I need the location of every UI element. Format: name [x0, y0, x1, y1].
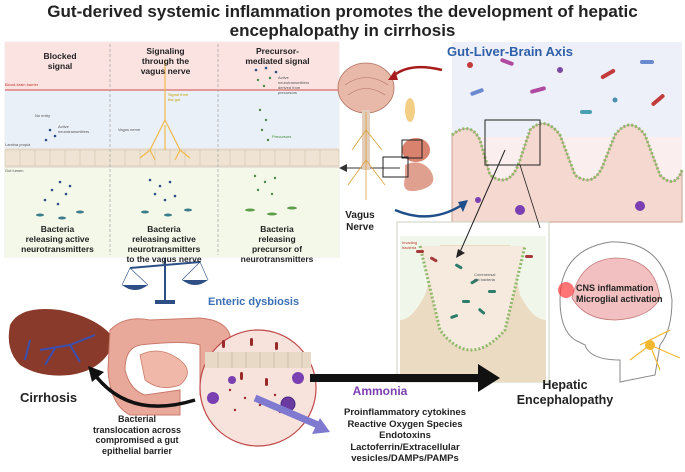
active-nt-2: neurotransmitters [58, 129, 90, 134]
translocation-3: compromised a gut [95, 435, 179, 445]
translocation-label: Bacterial translocation across compromis… [82, 414, 192, 456]
panel-blocked-caption-1: Bacteria [40, 224, 75, 234]
gut-villi-panel [451, 42, 684, 223]
mediator-2: Reactive Oxygen Species [347, 418, 463, 430]
signal-label-1: Signal from [168, 92, 189, 97]
arrow-to-he [310, 364, 500, 392]
bbb-label: Blood-brain barrier [5, 82, 39, 87]
he-1: Hepatic [542, 378, 588, 392]
cirrhosis-label: Cirrhosis [20, 390, 78, 405]
precursors-label: Precursors [272, 134, 292, 139]
panel-vagus-title-3: vagus nerve [140, 66, 191, 76]
human-figure [337, 62, 434, 200]
red-arrow [388, 65, 443, 80]
precursor-active-label: Active neurotransmitters derived from pr… [278, 75, 338, 95]
mediators-list: Proinflammatory cytokines Reactive Oxyge… [330, 407, 480, 465]
cns-2: Microglial activation [576, 294, 663, 304]
vagus-nerve-label: Vagus Nerve [330, 210, 390, 234]
panel-precursor-caption-2: releasing [258, 234, 296, 244]
liver [8, 309, 115, 376]
lumen-label: Gut lumen [5, 168, 24, 173]
signal-label-2: the gut [168, 97, 181, 102]
purple-arrow [253, 394, 330, 434]
figure-title: Gut-derived systemic inflammation promot… [0, 2, 685, 40]
he-label: Hepatic Encephalopathy [510, 378, 620, 408]
panel-vagus-caption-1: Bacteria [147, 224, 181, 234]
panel-vagus-title: Signaling through the vagus nerve [118, 46, 213, 76]
panel-vagus-title-1: Signaling [146, 46, 185, 56]
panel-precursor-title: Precursor- mediated signal [225, 46, 330, 66]
panel-blocked-title: Blocked signal [20, 51, 100, 71]
invading-bacteria-label: Invading bacteria [402, 240, 418, 250]
he-2: Encephalopathy [516, 393, 614, 407]
precursor-active-2: neurotransmitters [278, 80, 310, 85]
signal-label: Signal from the gut [168, 92, 208, 102]
precursor-active-3: derived from [278, 85, 301, 90]
cns-1: CNS inflammation [576, 283, 654, 293]
panel-blocked-title-1: Blocked [43, 51, 77, 61]
panel-vagus-title-2: through the [141, 56, 190, 66]
no-entry-label: No entry [35, 113, 51, 118]
commensal-label-2: gut bacteria [474, 277, 495, 282]
title-line-1: Gut-derived systemic inflammation promot… [47, 2, 638, 21]
scales [121, 258, 209, 304]
cns-label: CNS inflammation Microglial activation [576, 283, 681, 305]
mediator-3: Endotoxins [379, 430, 431, 441]
mediator-1: Proinflammatory cytokines [344, 407, 466, 418]
axis-label: Gut-Liver-Brain Axis [447, 44, 573, 59]
precursor-active-4: precursors [278, 90, 297, 95]
panel-vagus-caption-2: releasing active [132, 234, 196, 244]
panel-vagus-caption-3: neurotransmitters [127, 244, 201, 254]
three-panel-box [4, 41, 340, 258]
panel-precursor-title-1: Precursor- [256, 46, 299, 56]
blue-arrow [394, 200, 468, 218]
panel-precursor-caption-3: precursor of [251, 244, 303, 254]
panel-precursor-caption-4: neurotransmitters [240, 254, 314, 264]
panel-blocked-caption-3: neurotransmitters [21, 244, 94, 254]
mediator-4: Lactoferrin/Extracellular [350, 441, 460, 453]
panel-blocked-caption: Bacteria releasing active neurotransmitt… [10, 224, 105, 254]
ammonia-label: Ammonia [352, 384, 408, 398]
panel-precursor-caption: Bacteria releasing precursor of neurotra… [222, 224, 332, 264]
translocation-2: translocation across [92, 424, 182, 435]
active-nt-1: Active [58, 124, 69, 129]
arrow-to-liver [88, 366, 196, 408]
panel-blocked-caption-2: releasing active [25, 234, 90, 244]
panel-blocked-title-2: signal [47, 61, 73, 71]
lamina-label: Lamina propia [5, 142, 31, 147]
commensal-label: Commensal gut bacteria [474, 272, 510, 282]
translocation-circle [199, 329, 317, 447]
intestine [107, 317, 231, 416]
crypt-panel [396, 149, 550, 383]
vagus-nerve-small-label: Vagus nerve [118, 127, 141, 132]
commensal-label-1: Commensal [474, 272, 496, 277]
vagus-nerve-label-1: Vagus [345, 210, 375, 221]
precursor-active-1: Active [278, 75, 289, 80]
panel-vagus-caption-4: to the vagus nerve [126, 254, 202, 264]
vagus-nerve-label-2: Nerve [346, 222, 374, 233]
panel-precursor-caption-1: Bacteria [260, 224, 294, 234]
enteric-dysbiosis-label: Enteric dysbiosis [208, 296, 300, 308]
title-line-2: encephalopathy in cirrhosis [229, 21, 456, 40]
mediator-5: vesicles/DAMPs/PAMPs [351, 453, 459, 464]
translocation-1: Bacterial [117, 414, 157, 424]
translocation-4: epithelial barrier [101, 445, 173, 456]
head-figure [558, 241, 681, 383]
panel-vagus-caption: Bacteria releasing active neurotransmitt… [112, 224, 216, 264]
panel-precursor-title-2: mediated signal [245, 56, 310, 66]
active-nt-label: Active neurotransmitters [58, 124, 108, 134]
